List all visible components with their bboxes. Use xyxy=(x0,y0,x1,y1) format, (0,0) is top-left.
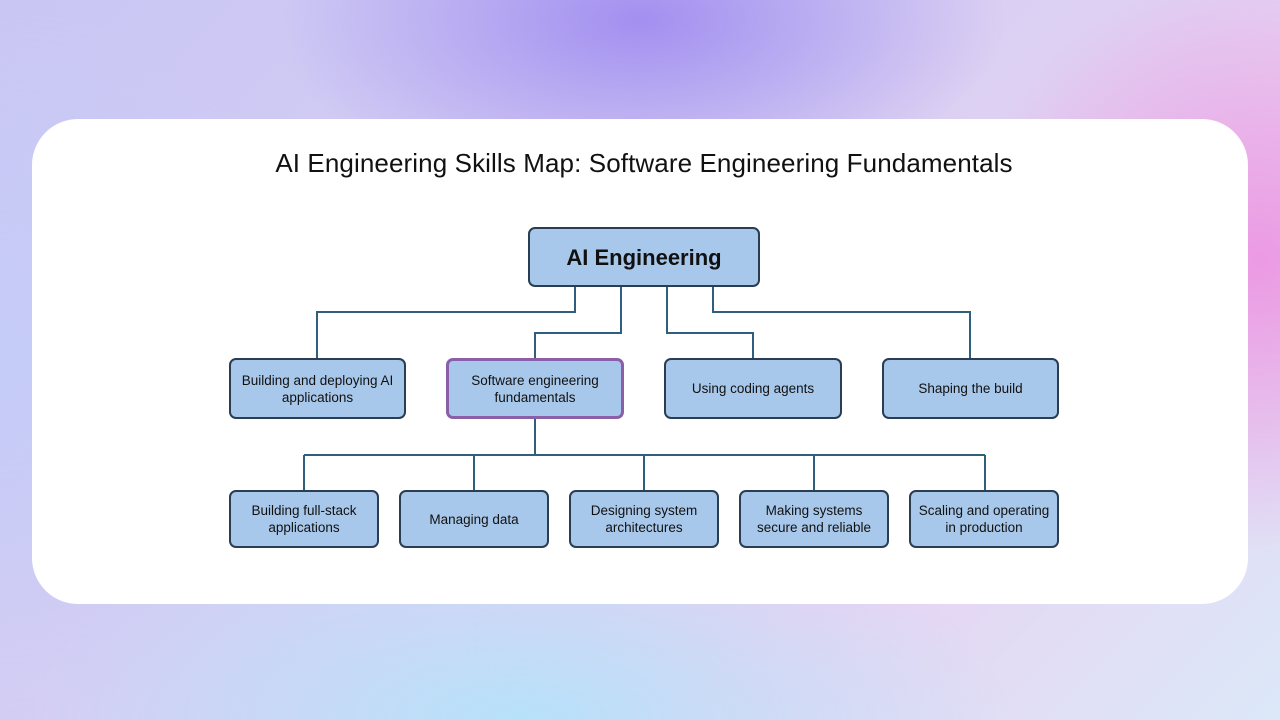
node-shaping-the-build: Shaping the build xyxy=(882,358,1059,419)
node-using-coding-agents: Using coding agents xyxy=(664,358,842,419)
node-managing-data: Managing data xyxy=(399,490,549,548)
connector-root-shaping-build xyxy=(712,287,971,358)
root-node-ai-engineering: AI Engineering xyxy=(528,227,760,287)
node-scaling-operating-production: Scaling and operating in production xyxy=(909,490,1059,548)
node-building-deploying-ai-applications: Building and deploying AI applications xyxy=(229,358,406,419)
connector-root-software-fundamentals xyxy=(534,287,622,358)
node-making-systems-secure-reliable: Making systems secure and reliable xyxy=(739,490,889,548)
connector-root-building-deploying xyxy=(316,287,576,358)
diagram-title: AI Engineering Skills Map: Software Engi… xyxy=(275,148,1013,178)
node-software-engineering-fundamentals: Software engineering fundamentals xyxy=(446,358,624,419)
connector-root-coding-agents xyxy=(666,287,754,358)
node-building-full-stack-applications: Building full-stack applications xyxy=(229,490,379,548)
node-designing-system-architectures: Designing system architectures xyxy=(569,490,719,548)
